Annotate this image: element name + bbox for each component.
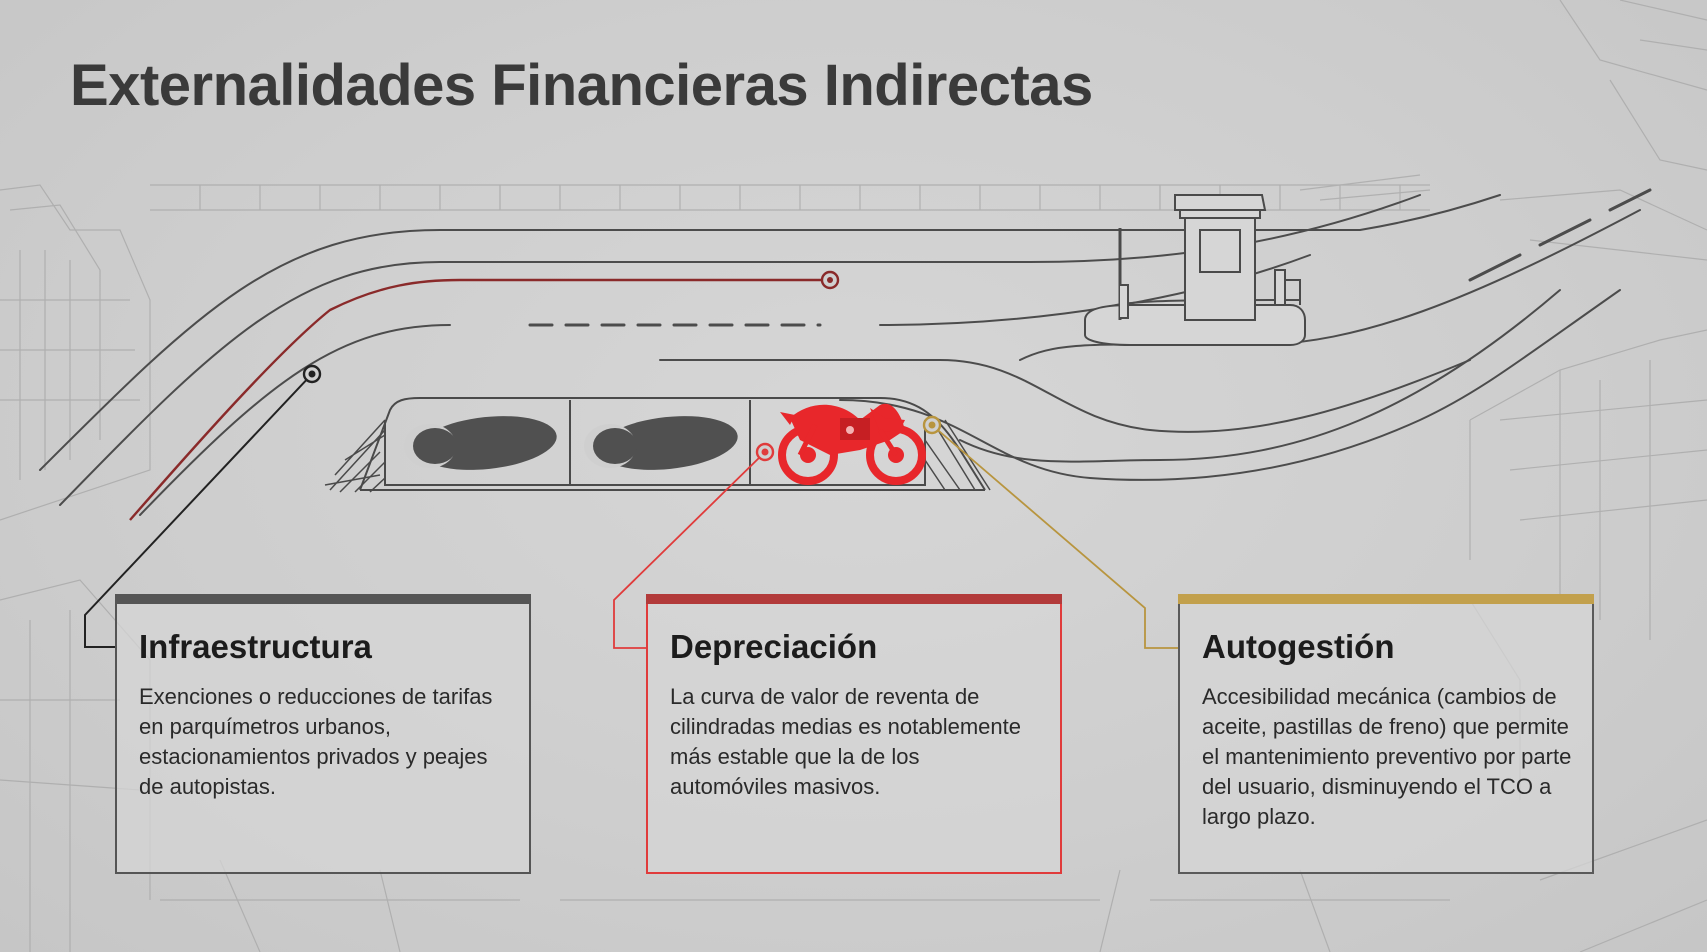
connector-infra [84, 270, 840, 648]
connector-auto [922, 415, 1178, 649]
toll-booth-icon [1084, 194, 1306, 346]
motorcycle-icon [778, 403, 926, 485]
card-body: Accesibilidad mecánica (cambios de aceit… [1202, 684, 1572, 829]
card-autogestion: Autogestión Accesibilidad mecánica (camb… [1178, 594, 1594, 874]
footprint-icon [584, 416, 738, 470]
card-heading: Infraestructura [139, 628, 372, 665]
card-accent-bar [1178, 594, 1594, 604]
card-accent-bar [115, 594, 531, 604]
card-body: La curva de valor de reventa de cilindra… [670, 684, 1021, 799]
card-heading: Autogestión [1202, 628, 1395, 665]
page-title: Externalidades Financieras Indirectas [70, 53, 1093, 118]
footprint-icon [404, 416, 557, 470]
card-depreciacion: Depreciación La curva de valor de revent… [646, 594, 1062, 874]
card-infraestructura: Infraestructura Exenciones o reducciones… [115, 594, 531, 874]
card-heading: Depreciación [670, 628, 878, 665]
card-body: Exenciones o reducciones de tarifas en p… [139, 684, 493, 799]
connector-depre [613, 442, 775, 649]
card-accent-bar [646, 594, 1062, 604]
road-lines [39, 188, 1652, 516]
